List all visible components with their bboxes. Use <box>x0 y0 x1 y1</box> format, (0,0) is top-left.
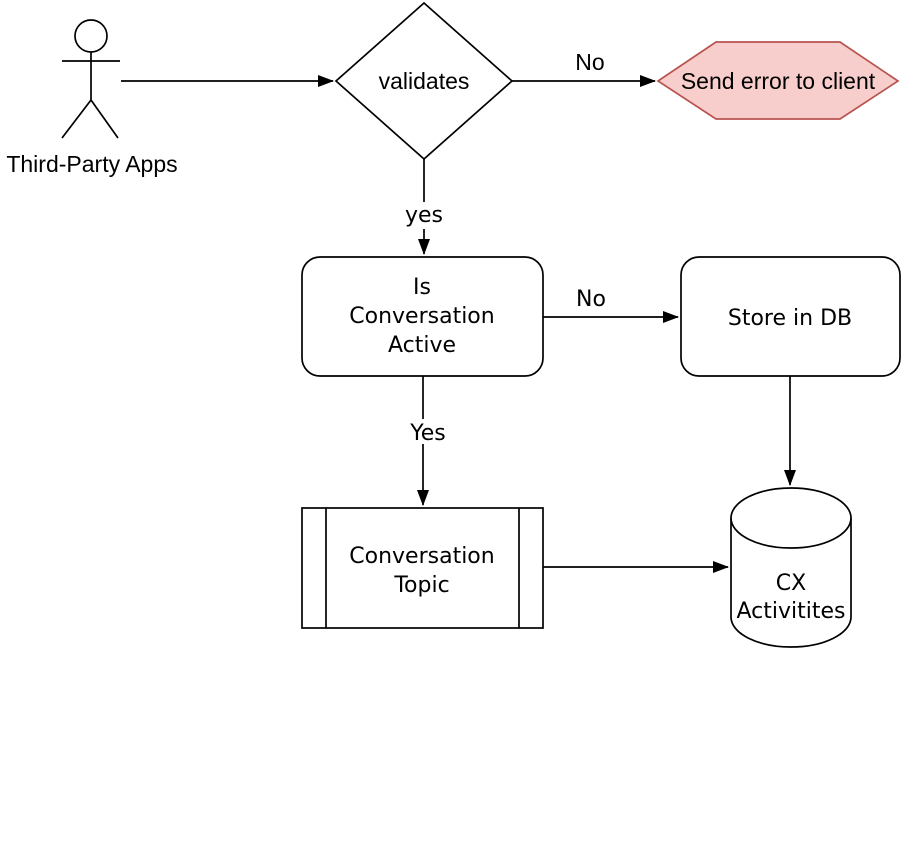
cx-activities-line-1: CX <box>776 571 806 596</box>
store-in-db-label: Store in DB <box>728 306 852 331</box>
validates-label: validates <box>379 68 470 94</box>
hexagon-shape <box>656 41 900 120</box>
cylinder-top <box>730 487 852 549</box>
node-conversation-topic: Conversation Topic <box>301 507 544 629</box>
actor-label: Third-Party Apps <box>6 151 177 177</box>
process-rectangle <box>301 507 544 629</box>
edge-label-background <box>403 202 445 229</box>
edge-validates-to-is-active: yes <box>403 159 445 255</box>
edge-label-yes: yes <box>405 203 443 228</box>
conversation-topic-line-1: Conversation <box>349 544 494 569</box>
node-validates-decision: validates <box>334 1 514 161</box>
edge-label-no: No <box>575 49 604 75</box>
edge-label-yes: Yes <box>409 421 446 446</box>
edge-label-background <box>405 419 451 444</box>
node-store-in-db: Store in DB <box>680 256 901 377</box>
cx-activities-line-2: Activitites <box>737 599 846 624</box>
actor-head <box>74 19 108 53</box>
node-cx-activities-database: CX Activitites <box>730 487 852 648</box>
actor-third-party-apps: Third-Party Apps <box>6 19 178 177</box>
cylinder-body <box>730 518 852 648</box>
conversation-topic-line-2: Topic <box>393 573 449 598</box>
is-active-line-1: Is <box>413 275 431 300</box>
edge-is-active-to-store-in-db: No <box>543 287 679 323</box>
send-error-label: Send error to client <box>681 68 876 94</box>
is-active-line-2: Conversation <box>349 304 494 329</box>
edge-is-active-to-conversation-topic: Yes <box>405 376 451 506</box>
actor-right-leg <box>90 99 119 139</box>
edge-label-no: No <box>576 287 606 312</box>
is-active-line-3: Active <box>388 333 456 358</box>
edge-validates-to-send-error: No <box>512 49 656 87</box>
actor-left-leg <box>61 99 92 139</box>
node-is-conversation-active: Is Conversation Active <box>301 256 544 377</box>
node-send-error-to-client: Send error to client <box>656 41 900 120</box>
